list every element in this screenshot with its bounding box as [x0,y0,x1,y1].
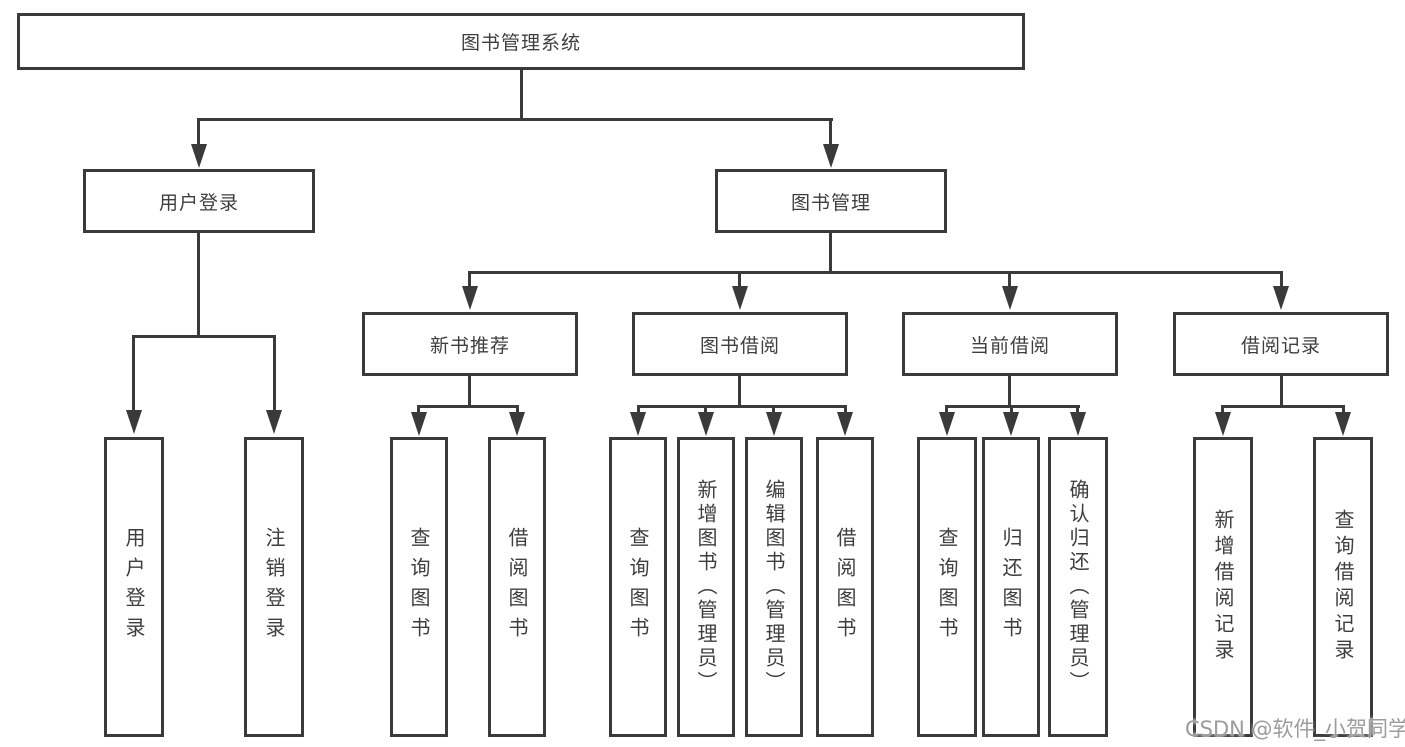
connector-drop [772,405,775,414]
leaf-confirm-return-admin-label: 确认归还（管理员） [1066,479,1090,695]
connector-drop [844,405,847,414]
leaf-user-login: 用户登录 [104,437,164,737]
leaf-add-borrow-record-label: 新增借阅记录 [1211,509,1235,665]
leaf-borrow-books-recommend: 借阅图书 [488,437,546,737]
leaf-query-books-recommend: 查询图书 [390,437,448,737]
node-root: 图书管理系统 [17,13,1025,70]
leaf-return-books: 归还图书 [982,437,1040,737]
connector-drop [1280,271,1283,289]
leaf-add-books-admin-label: 新增图书（管理员） [694,479,718,695]
node-new-book-recommend: 新书推荐 [362,312,578,376]
connector-bar [637,405,847,408]
arrow-down-icon [732,286,748,310]
arrow-down-icon [191,144,207,168]
arrow-down-icon [1215,412,1231,436]
arrow-down-icon [411,412,427,436]
arrow-down-icon [126,410,142,434]
leaf-logout: 注销登录 [244,437,304,737]
node-book-borrow: 图书借阅 [632,312,848,376]
connector-drop [704,405,707,414]
leaf-borrow-books-recommend-label: 借阅图书 [505,527,529,647]
leaf-query-books-current-label: 查询图书 [935,527,959,647]
connector-drop [829,118,832,146]
connector-drop [945,405,948,414]
leaf-query-borrow-record: 查询借阅记录 [1313,437,1373,737]
leaf-query-borrow-record-label: 查询借阅记录 [1331,509,1355,665]
leaf-borrow-books-label: 借阅图书 [833,527,857,647]
arrow-down-icon [837,412,853,436]
connector-user-stem [197,233,200,338]
leaf-confirm-return-admin: 确认归还（管理员） [1048,437,1108,737]
arrow-down-icon [1002,286,1018,310]
leaf-query-books-borrow: 查询图书 [609,437,667,737]
arrow-down-icon [509,412,525,436]
connector-drop [1010,405,1013,414]
arrow-down-icon [939,412,955,436]
arrow-down-icon [630,412,646,436]
connector-drop [738,271,741,289]
node-book-borrow-label: 图书借阅 [699,334,780,357]
node-book-management-label: 图书管理 [790,191,871,214]
leaf-add-borrow-record: 新增借阅记录 [1193,437,1253,737]
arrow-down-icon [1273,286,1289,310]
watermark: CSDN @软件_小贺同学 [1185,717,1405,741]
connector-stem [468,376,471,408]
connector-root-stem [520,70,523,121]
leaf-return-books-label: 归还图书 [999,527,1023,647]
arrow-down-icon [1070,412,1086,436]
connector-drop [516,405,519,414]
leaf-query-books-current: 查询图书 [917,437,977,737]
node-user-login-label: 用户登录 [158,191,239,214]
node-current-borrow: 当前借阅 [902,312,1118,376]
leaf-edit-books-admin: 编辑图书（管理员） [745,437,803,737]
node-user-login: 用户登录 [83,169,315,233]
connector-drop [1076,405,1079,414]
connector-drop [637,405,640,414]
leaf-edit-books-admin-label: 编辑图书（管理员） [762,479,786,695]
connector-bar [417,405,519,408]
connector-drop [132,335,135,412]
leaf-query-books-recommend-label: 查询图书 [407,527,431,647]
leaf-add-books-admin: 新增图书（管理员） [677,437,735,737]
arrow-down-icon [1003,412,1019,436]
leaf-query-books-borrow-label: 查询图书 [626,527,650,647]
connector-drop [197,118,200,146]
leaf-user-login-label: 用户登录 [122,527,146,647]
connector-drop [273,335,276,412]
connector-drop [1008,271,1011,289]
leaf-logout-label: 注销登录 [262,527,286,647]
node-borrow-records: 借阅记录 [1173,312,1389,376]
arrow-down-icon [1335,412,1351,436]
connector-mgmt-stem [829,233,832,274]
connector-stem [738,376,741,408]
arrow-down-icon [698,412,714,436]
connector-level2-bar [197,118,833,121]
connector-level3-bar [468,271,1283,274]
connector-stem [1008,376,1011,408]
arrow-down-icon [766,412,782,436]
connector-drop [468,271,471,289]
arrow-down-icon [462,286,478,310]
node-new-book-recommend-label: 新书推荐 [429,334,510,357]
connector-user-bar [132,335,276,338]
connector-bar [1221,405,1345,408]
leaf-borrow-books: 借阅图书 [816,437,874,737]
arrow-down-icon [823,144,839,168]
node-book-management: 图书管理 [715,169,947,233]
node-current-borrow-label: 当前借阅 [969,334,1050,357]
node-root-label: 图书管理系统 [460,32,581,54]
node-borrow-records-label: 借阅记录 [1240,334,1321,357]
connector-drop [1221,405,1224,414]
arrow-down-icon [266,410,282,434]
connector-drop [417,405,420,414]
connector-drop [1342,405,1345,414]
connector-stem [1280,376,1283,408]
